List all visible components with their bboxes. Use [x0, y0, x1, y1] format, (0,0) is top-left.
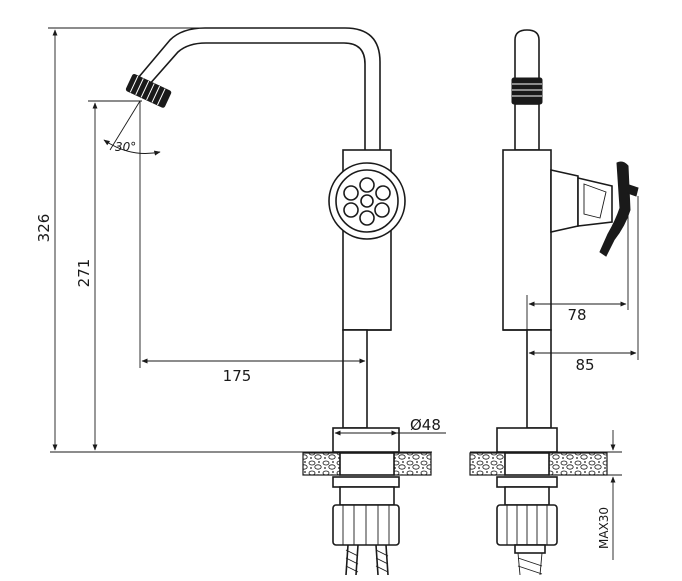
countertop-section-right	[393, 452, 432, 476]
side-base	[496, 427, 558, 453]
rosette-handle	[328, 162, 406, 240]
dimension-spout-height: 271	[75, 100, 142, 451]
spout-angle-label: 30°	[115, 140, 136, 154]
total-height-label: 326	[35, 214, 53, 243]
washer	[332, 476, 400, 488]
aerator	[125, 74, 172, 108]
shank-lower	[339, 486, 395, 506]
side-handle-hub	[577, 176, 613, 227]
handle-depth-1-label: 78	[567, 306, 586, 324]
faucet-column	[342, 329, 368, 429]
side-shank-lower	[504, 486, 550, 506]
side-view: 78 85 MAX30	[469, 29, 639, 576]
dimension-handle-depth-2: 85	[526, 196, 639, 374]
front-view: 326 271 30° 175 Ø48	[35, 27, 446, 576]
handle-depth-2-label: 85	[575, 356, 594, 374]
side-hose-connector	[514, 544, 546, 554]
side-supply-hose	[517, 552, 543, 576]
side-countertop-left	[469, 452, 506, 476]
side-countertop-right	[548, 452, 608, 476]
spout-height-label: 271	[75, 259, 93, 288]
fixing-nut	[332, 504, 400, 546]
side-shank	[504, 452, 550, 476]
spout-reach-label: 175	[223, 367, 252, 385]
dimension-total-height: 326	[35, 27, 345, 451]
side-aerator	[511, 77, 543, 105]
base-diameter-label: Ø48	[410, 416, 441, 434]
countertop-section-left	[302, 452, 341, 476]
spout-outer	[137, 27, 381, 150]
side-cartridge	[550, 169, 579, 233]
side-spout-tube	[514, 103, 540, 151]
side-fixing-nut	[496, 504, 558, 546]
supply-hoses	[345, 544, 389, 576]
side-handle-lever	[599, 161, 631, 257]
side-washer	[496, 476, 558, 488]
mounting-shank	[339, 452, 395, 476]
dimension-handle-depth-1: 78	[526, 170, 629, 340]
dimension-base-diameter: Ø48	[334, 416, 446, 436]
faucet-base	[332, 427, 400, 453]
dimension-max-thickness: MAX30	[597, 430, 622, 560]
spout-inner	[147, 42, 366, 150]
side-spout-top	[514, 29, 540, 81]
dimension-spout-reach: 175	[139, 160, 368, 385]
side-column	[526, 329, 552, 429]
max-thickness-label: MAX30	[597, 507, 611, 549]
dimension-spout-angle: 30°	[103, 100, 161, 160]
